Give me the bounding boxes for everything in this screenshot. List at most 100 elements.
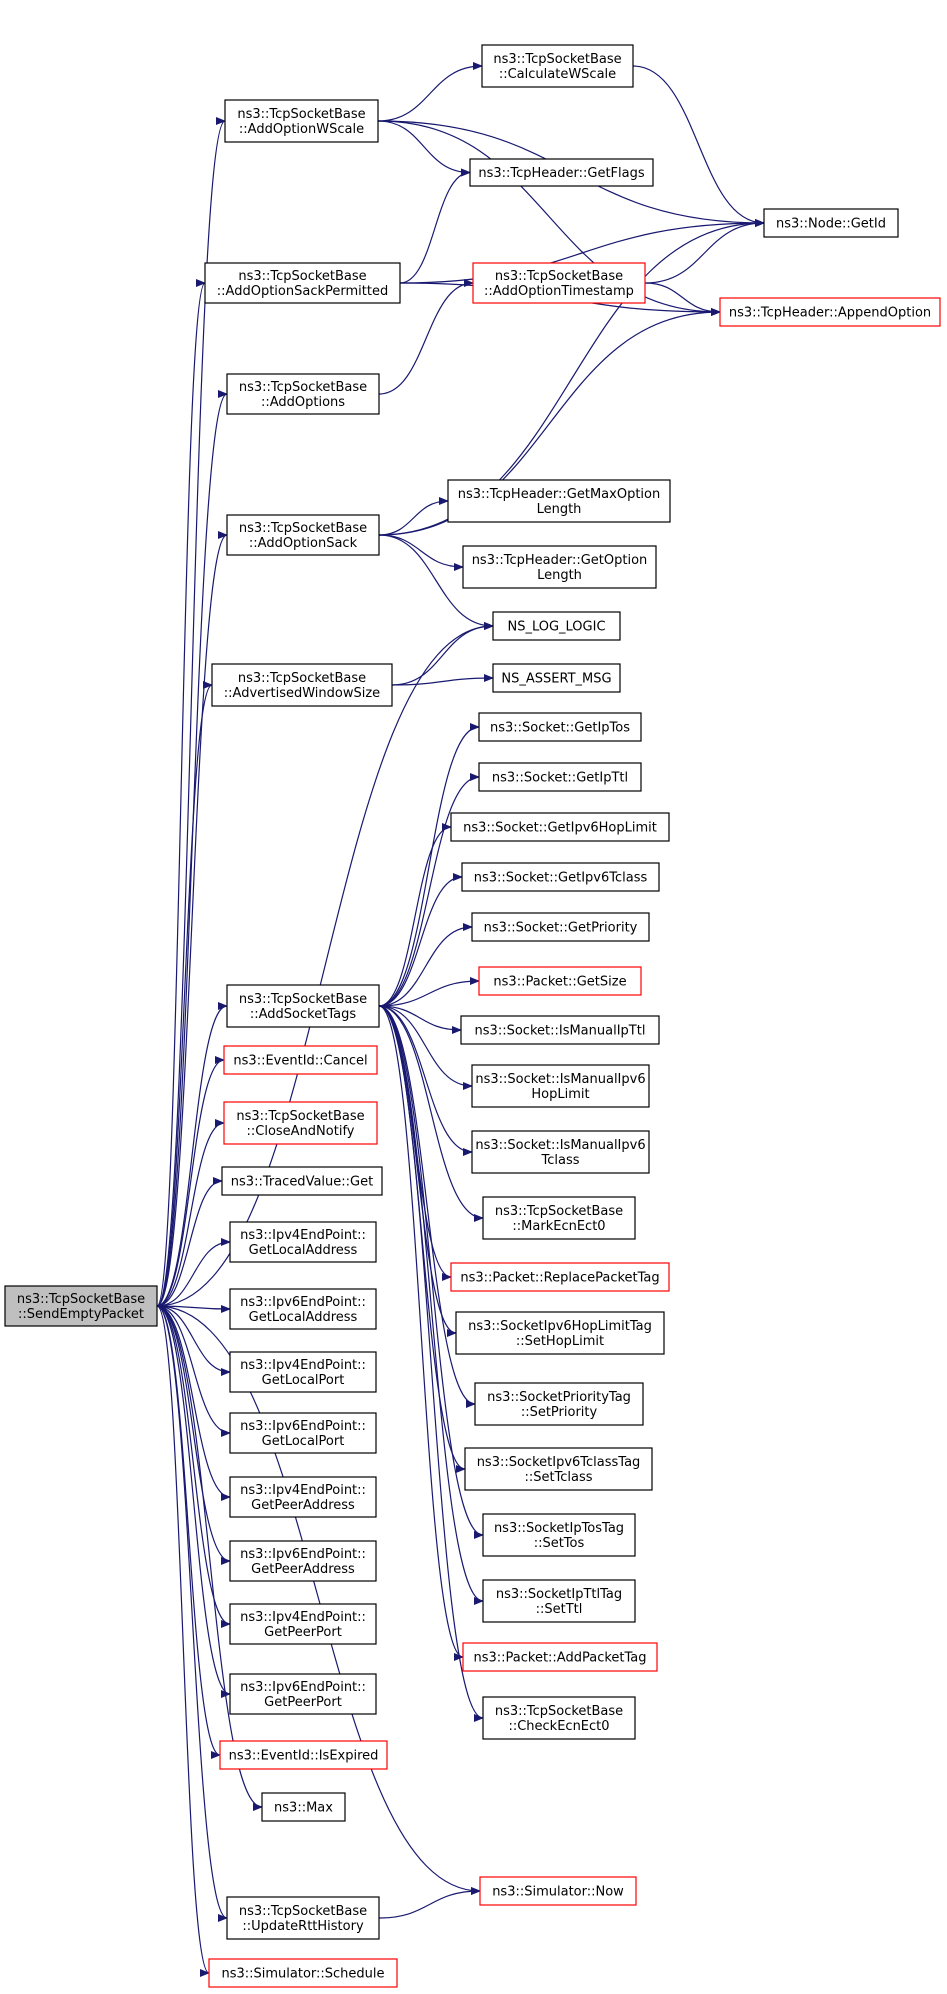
node-check-ecn-ect0[interactable]: ns3::TcpSocketBase::CheckEcnEct0 [482, 1696, 636, 1740]
node-ipv6-local-address[interactable]: ns3::Ipv6EndPoint::GetLocalAddress [229, 1288, 377, 1330]
node-calc-wscale[interactable]: ns3::TcpSocketBase::CalculateWScale [481, 44, 634, 88]
node-box [478, 712, 642, 742]
edge-add-option-sack-to-append-option [378, 308, 721, 536]
node-label: ns3::TcpSocketBase [237, 107, 365, 122]
node-box [226, 1896, 380, 1940]
node-ns-assert-msg[interactable]: NS_ASSERT_MSG [492, 663, 621, 693]
node-replace-packet-tag[interactable]: ns3::Packet::ReplacePacketTag [450, 1262, 670, 1292]
node-ipv4-local-port[interactable]: ns3::Ipv4EndPoint::GetLocalPort [229, 1351, 377, 1393]
node-label: ns3::EventId::IsExpired [229, 1749, 379, 1764]
node-label: GetLocalPort [262, 1434, 345, 1449]
node-label: ns3::TcpSocketBase [495, 1704, 623, 1719]
edge-add-socket-tags-to-set-tos [378, 1005, 484, 1539]
node-box [226, 514, 380, 556]
edge-root-to-ipv4-peer-port [156, 1305, 231, 1628]
node-add-option-sack-permitted[interactable]: ns3::TcpSocketBase::AddOptionSackPermitt… [204, 262, 401, 304]
node-box [472, 262, 646, 304]
node-simulator-schedule[interactable]: ns3::Simulator::Schedule [208, 1958, 398, 1988]
node-event-id-cancel[interactable]: ns3::EventId::Cancel [223, 1045, 378, 1075]
node-advertised-window-size[interactable]: ns3::TcpSocketBase::AdvertisedWindowSize [211, 663, 393, 707]
node-label: ::AddOptionWScale [239, 122, 364, 137]
node-label: ns3::Packet::AddPacketTag [473, 1651, 646, 1666]
node-set-tclass[interactable]: ns3::SocketIpv6TclassTag::SetTclass [464, 1447, 653, 1491]
node-is-expired[interactable]: ns3::EventId::IsExpired [219, 1740, 388, 1770]
node-box [224, 99, 379, 143]
node-label: ns3::Ipv4EndPoint:: [240, 1610, 366, 1625]
node-label: Length [537, 502, 582, 517]
node-label: ::SetTtl [536, 1602, 583, 1617]
node-label: ns3::Socket::GetIpv6Tclass [474, 871, 648, 886]
edge-add-socket-tags-to-get-ip-ttl [378, 773, 480, 1007]
node-box [462, 1642, 658, 1672]
node-label: ns3::TcpSocketBase [495, 269, 623, 284]
node-box [462, 545, 657, 589]
node-append-option[interactable]: ns3::TcpHeader::AppendOption [719, 297, 941, 327]
node-max[interactable]: ns3::Max [261, 1792, 346, 1822]
node-get-priority[interactable]: ns3::Socket::GetPriority [471, 912, 650, 942]
node-box [226, 984, 380, 1028]
node-label: ns3::TcpHeader::AppendOption [729, 306, 931, 321]
node-get-ip-ttl[interactable]: ns3::Socket::GetIpTtl [478, 762, 642, 792]
node-ipv4-peer-port[interactable]: ns3::Ipv4EndPoint::GetPeerPort [229, 1603, 377, 1645]
node-label: ns3::TcpSocketBase [239, 992, 367, 1007]
node-ipv6-local-port[interactable]: ns3::Ipv6EndPoint::GetLocalPort [229, 1412, 377, 1454]
edge-add-socket-tags-to-get-ip-tos [378, 723, 480, 1007]
node-label: ns3::Max [274, 1801, 333, 1816]
node-box [4, 1285, 158, 1327]
node-label: ::AddOptionSack [249, 536, 358, 551]
node-is-manual-ip-ttl[interactable]: ns3::Socket::IsManualIpTtl [460, 1015, 660, 1045]
node-mark-ecn-ect0[interactable]: ns3::TcpSocketBase::MarkEcnEct0 [482, 1196, 636, 1240]
node-label: ns3::TcpSocketBase [495, 1204, 623, 1219]
node-box [482, 1513, 636, 1557]
node-label: GetLocalAddress [249, 1310, 358, 1325]
node-set-ttl[interactable]: ns3::SocketIpTtlTag::SetTtl [482, 1579, 636, 1623]
node-add-option-timestamp[interactable]: ns3::TcpSocketBase::AddOptionTimestamp [472, 262, 646, 304]
node-ipv6-peer-address[interactable]: ns3::Ipv6EndPoint::GetPeerAddress [229, 1540, 377, 1582]
node-label: ::CheckEcnEct0 [508, 1719, 609, 1734]
edge-root-to-ipv4-local-address [156, 1238, 231, 1307]
node-box [464, 1447, 653, 1491]
edge-add-option-sack-to-ns-log-logic [378, 534, 494, 630]
edge-add-option-timestamp-to-node-get-id [644, 219, 765, 284]
node-set-tos[interactable]: ns3::SocketIpTosTag::SetTos [482, 1513, 636, 1557]
node-add-socket-tags[interactable]: ns3::TcpSocketBase::AddSocketTags [226, 984, 380, 1028]
node-simulator-now[interactable]: ns3::Simulator::Now [479, 1876, 637, 1906]
node-box [223, 1101, 378, 1145]
node-label: ::SendEmptyPacket [18, 1307, 144, 1322]
node-box [229, 1288, 377, 1330]
node-label: ns3::Ipv6EndPoint:: [240, 1295, 366, 1310]
node-get-ipv6-tclass[interactable]: ns3::Socket::GetIpv6Tclass [461, 862, 660, 892]
node-add-option-wscale[interactable]: ns3::TcpSocketBase::AddOptionWScale [224, 99, 379, 143]
node-label: ::AddOptionTimestamp [484, 284, 634, 299]
node-get-ipv6-hop-limit[interactable]: ns3::Socket::GetIpv6HopLimit [450, 812, 670, 842]
node-box [229, 1673, 377, 1715]
edge-add-socket-tags-to-packet-get-size [378, 977, 480, 1007]
node-root[interactable]: ns3::TcpSocketBase::SendEmptyPacket [4, 1285, 158, 1327]
node-ipv6-peer-port[interactable]: ns3::Ipv6EndPoint::GetPeerPort [229, 1673, 377, 1715]
node-ipv4-peer-address[interactable]: ns3::Ipv4EndPoint::GetPeerAddress [229, 1476, 377, 1518]
node-get-flags[interactable]: ns3::TcpHeader::GetFlags [469, 158, 654, 187]
node-ns-log-logic[interactable]: NS_LOG_LOGIC [492, 611, 621, 641]
node-get-ip-tos[interactable]: ns3::Socket::GetIpTos [478, 712, 642, 742]
node-ipv4-local-address[interactable]: ns3::Ipv4EndPoint::GetLocalAddress [229, 1221, 377, 1263]
node-close-and-notify[interactable]: ns3::TcpSocketBase::CloseAndNotify [223, 1101, 378, 1145]
node-add-option-sack[interactable]: ns3::TcpSocketBase::AddOptionSack [226, 514, 380, 556]
node-node-get-id[interactable]: ns3::Node::GetId [763, 208, 899, 238]
node-update-rtt-history[interactable]: ns3::TcpSocketBase::UpdateRttHistory [226, 1896, 380, 1940]
node-box [460, 1015, 660, 1045]
node-label: ::AddOptionSackPermitted [217, 284, 388, 299]
node-label: ::SetHopLimit [516, 1334, 604, 1349]
edge-add-socket-tags-to-mark-ecn-ect0 [378, 1005, 484, 1222]
node-set-hop-limit[interactable]: ns3::SocketIpv6HopLimitTag::SetHopLimit [455, 1311, 665, 1355]
node-traced-value-get[interactable]: ns3::TracedValue::Get [221, 1166, 383, 1196]
node-packet-get-size[interactable]: ns3::Packet::GetSize [478, 966, 642, 996]
edge-root-to-add-option-sack-permitted [156, 279, 206, 1307]
node-add-options[interactable]: ns3::TcpSocketBase::AddOptions [226, 373, 380, 415]
edge-add-option-wscale-to-calc-wscale [377, 62, 483, 122]
node-set-priority[interactable]: ns3::SocketPriorityTag::SetPriority [474, 1382, 644, 1426]
node-add-packet-tag[interactable]: ns3::Packet::AddPacketTag [462, 1642, 658, 1672]
